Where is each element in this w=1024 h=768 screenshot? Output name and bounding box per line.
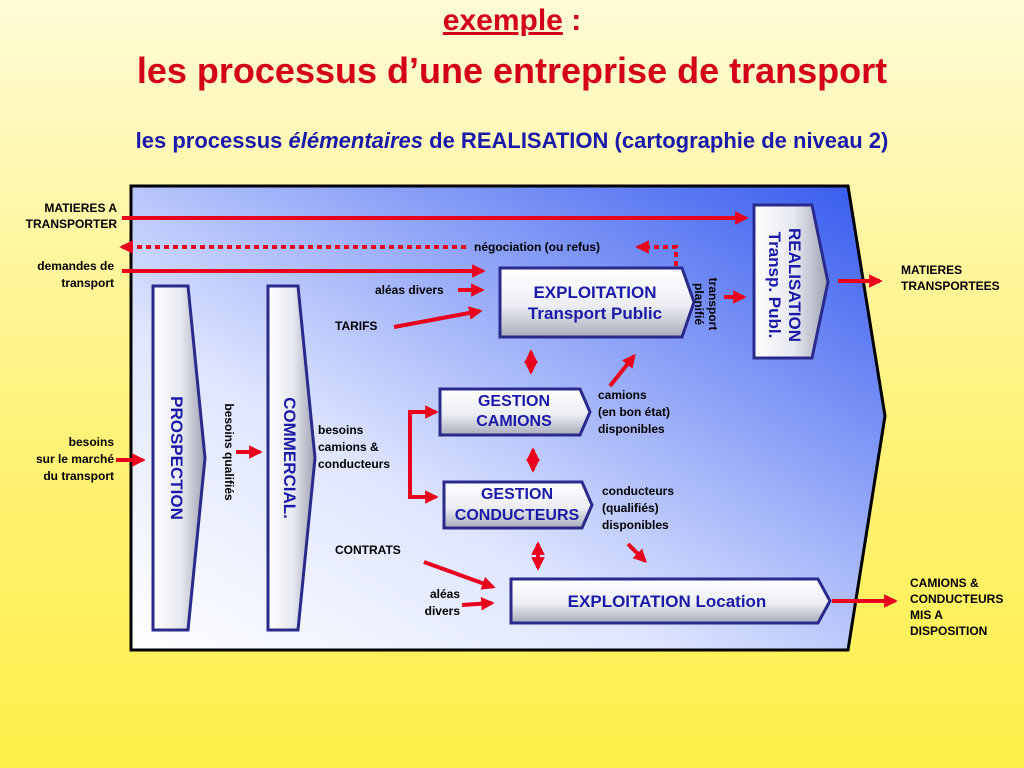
- arrow-camions-disponibles: [608, 353, 636, 388]
- title-exemple: exemple: [442, 4, 563, 37]
- gestion-conducteurs-box: [442, 480, 594, 530]
- tarifs-label: TARIFS: [335, 319, 378, 333]
- subtitle-after: de REALISATION (cartographie de niveau 2…: [423, 128, 889, 153]
- camions-disponibles-line1: camions: [598, 388, 647, 402]
- exploitation-tp-line1: EXPLOITATION: [533, 283, 657, 302]
- negociation-label: négociation (ou refus): [474, 240, 600, 254]
- matieres-a-transporter-line1: MATIERES A: [44, 201, 117, 215]
- camions-conducteurs-label: CAMIONS & CONDUCTEURS MIS A DISPOSITION: [910, 575, 1003, 639]
- subtitle: les processus élémentaires de REALISATIO…: [0, 128, 1024, 154]
- gestion-camions-line1: GESTION: [477, 393, 550, 410]
- arrow-negociation-right: [635, 240, 678, 266]
- subtitle-before: les processus: [135, 128, 289, 153]
- exploitation-tp-label: EXPLOITATION Transport Public: [500, 276, 690, 330]
- conducteurs-disponibles-line1: conducteurs: [602, 484, 675, 498]
- realisation-line1: REALISATION: [785, 228, 804, 342]
- matieres-transportees-label: MATIERES TRANSPORTEES: [901, 262, 1000, 294]
- besoins-marche-label: besoins sur le marché du transport: [4, 434, 114, 485]
- camions-conducteurs-line1: CAMIONS &: [910, 576, 979, 590]
- arrow-tarifs: [393, 306, 483, 329]
- realisation-label: REALISATION Transp. Publ.: [762, 210, 804, 360]
- camions-disponibles-line3: disponibles: [598, 422, 665, 436]
- besoins-marche-line1: besoins: [68, 435, 114, 449]
- prospection-box: [151, 284, 207, 632]
- transport-planifie-line2: planifié: [692, 282, 706, 325]
- demandes-transport-line1: demandes de: [37, 259, 114, 273]
- commercial-label: COMMERCIAL.: [280, 397, 299, 519]
- exploitation-tp-box: [498, 266, 696, 339]
- demandes-transport-line2: transport: [61, 276, 114, 290]
- aleas-divers-2-line2: divers: [424, 604, 460, 618]
- matieres-a-transporter-label: MATIERES A TRANSPORTER: [4, 200, 117, 232]
- besoins-qualifies-label: besoins qualifiés: [222, 403, 236, 501]
- arrow-aleas-location: [461, 596, 495, 611]
- gestion-camions-line2: CAMIONS: [476, 413, 552, 430]
- matieres-a-transporter-line2: TRANSPORTER: [25, 217, 117, 231]
- matieres-transportees-line2: TRANSPORTEES: [901, 279, 1000, 293]
- page-title: les processus d’une entreprise de transp…: [136, 50, 888, 91]
- prospection-label: PROSPECTION: [167, 396, 186, 520]
- gestion-conducteurs-label: GESTION CONDUCTEURS: [444, 482, 590, 528]
- demandes-transport-label: demandes de transport: [4, 258, 114, 292]
- besoins-camions-conducteurs-line2: camions &: [318, 440, 379, 454]
- exploitation-tp-line2: Transport Public: [527, 304, 663, 323]
- transport-planifie-label: transport planifié: [690, 274, 720, 334]
- arrow-conducteurs-disponibles: [626, 542, 647, 563]
- commercial-box: [266, 284, 317, 632]
- gestion-conducteurs-line2: CONDUCTEURS: [454, 507, 580, 524]
- camions-conducteurs-line4: DISPOSITION: [910, 624, 988, 638]
- aleas-divers-2-label: aléas divers: [400, 586, 460, 620]
- arrow-contrats: [423, 560, 496, 590]
- arrow-besoins-split: [408, 405, 439, 504]
- matieres-transportees-line1: MATIERES: [901, 263, 963, 277]
- subtitle-italic: élémentaires: [288, 128, 424, 153]
- camions-conducteurs-line3: MIS A: [910, 608, 943, 622]
- exploitation-location-label: EXPLOITATION Location: [567, 591, 767, 611]
- contrats-label: CONTRATS: [335, 543, 401, 557]
- besoins-camions-conducteurs-label: besoins camions & conducteurs: [318, 422, 390, 473]
- realisation-line2: Transp. Publ.: [765, 231, 784, 339]
- title-colon: :: [562, 4, 582, 37]
- gestion-conducteurs-line1: GESTION: [480, 486, 553, 503]
- conducteurs-disponibles-line3: disponibles: [602, 518, 669, 532]
- besoins-marche-line2: sur le marché: [35, 452, 114, 466]
- aleas-divers-2-line1: aléas: [429, 587, 460, 601]
- besoins-camions-conducteurs-line3: conducteurs: [318, 457, 391, 471]
- realisation-box: [752, 203, 830, 360]
- gestion-camions-box: [438, 387, 592, 437]
- title-line-1: exemple :: [0, 4, 1024, 38]
- camions-disponibles-line2: (en bon état): [598, 405, 670, 419]
- exploitation-location-box: [509, 577, 832, 625]
- camions-conducteurs-line2: CONDUCTEURS: [910, 592, 1004, 606]
- besoins-marche-line3: du transport: [43, 469, 114, 483]
- transport-planifie-line1: transport: [706, 277, 720, 331]
- gestion-camions-label: GESTION CAMIONS: [440, 389, 588, 435]
- conducteurs-disponibles-label: conducteurs (qualifiés) disponibles: [602, 483, 674, 534]
- aleas-divers-label: aléas divers: [375, 283, 444, 297]
- conducteurs-disponibles-line2: (qualifiés): [602, 501, 659, 515]
- camions-disponibles-label: camions (en bon état) disponibles: [598, 387, 670, 438]
- besoins-camions-conducteurs-line1: besoins: [318, 423, 364, 437]
